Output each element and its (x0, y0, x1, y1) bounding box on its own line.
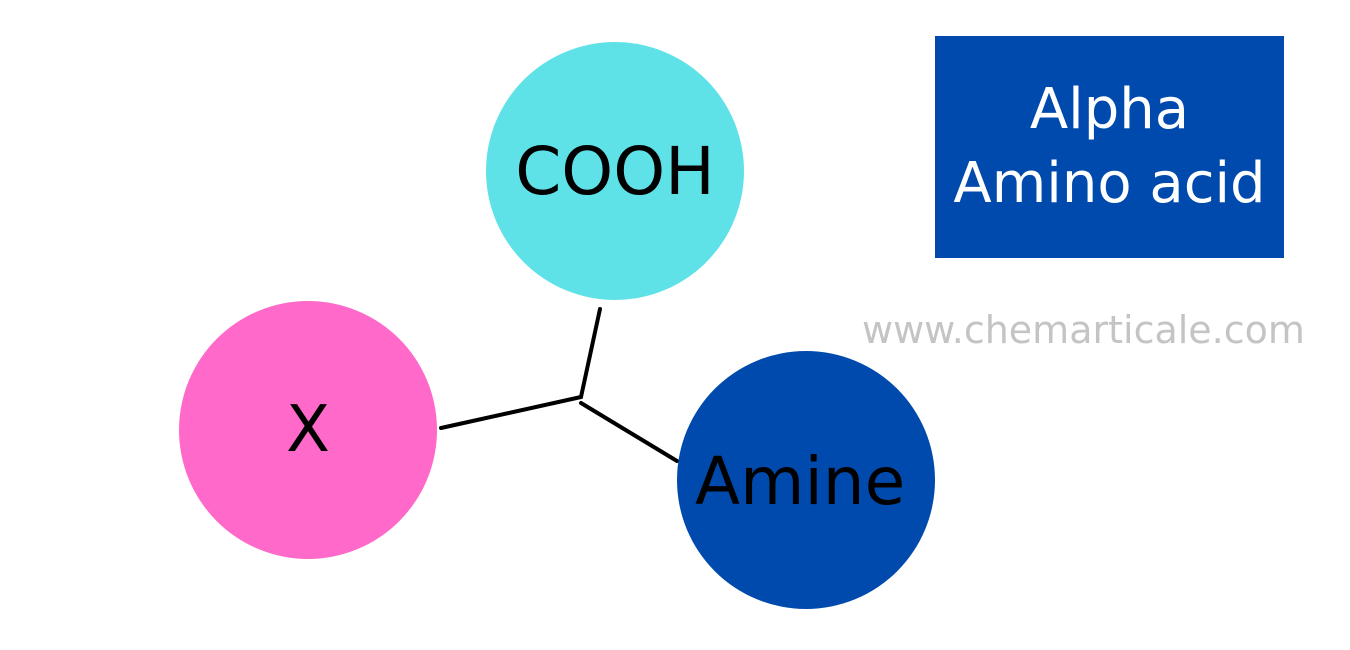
title-line-2: Amino acid (953, 151, 1266, 216)
x-label: X (286, 393, 330, 467)
title-line-1: Alpha (1029, 77, 1190, 143)
cooh-group-node: COOH (486, 42, 744, 300)
x-group-node: X (179, 301, 437, 559)
amine-label: Amine (695, 442, 906, 520)
bond-center-to-x (439, 395, 583, 430)
bond-center-to-cooh (579, 307, 602, 399)
title-box: Alpha Amino acid (935, 36, 1284, 258)
bond-center-to-amine (579, 401, 679, 463)
watermark-text: www.chemarticale.com (862, 308, 1305, 352)
cooh-label: COOH (515, 132, 715, 210)
amine-group-node: Amine (677, 351, 935, 609)
